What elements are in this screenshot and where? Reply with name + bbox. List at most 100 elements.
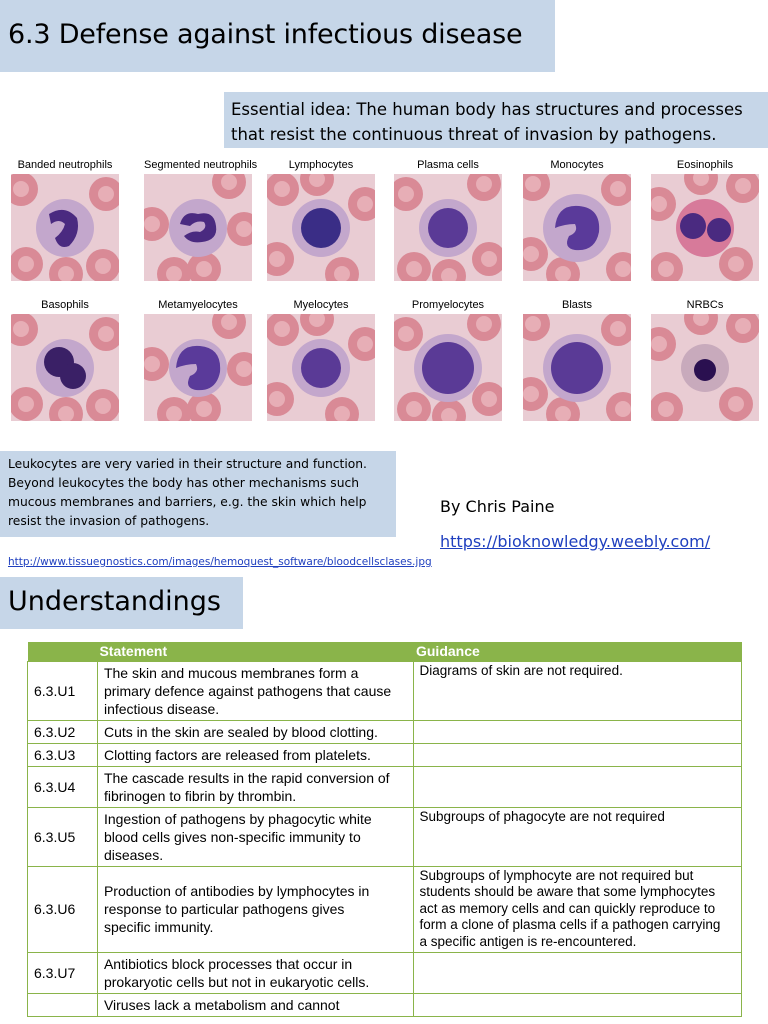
cell-figure: Promyelocytes [394,296,502,421]
image-source-link[interactable]: http://www.tissuegnostics.com/images/hem… [8,556,432,568]
cell-label: Basophils [41,299,89,311]
micrograph-illustration [523,314,631,421]
guidance-cell [413,742,742,767]
cell-label: Myelocytes [293,299,349,311]
understanding-code: 6.3.U3 [27,742,98,767]
table-row: Viruses lack a metabolism and cannot [27,993,742,1017]
statement-line: Viruses lack a metabolism and cannot [103,997,340,1013]
understanding-code: 6.3.U1 [27,660,98,721]
understanding-code: 6.3.U7 [27,952,98,994]
statement-line: specific immunity. [103,919,214,936]
micrograph-illustration [267,174,375,281]
micrograph-image [651,174,759,281]
micrograph-illustration [144,174,252,281]
cell-label: NRBCs [686,299,724,311]
cell-label: Metamyelocytes [158,299,238,311]
statement-line: prokaryotic cells but not in eukaryotic … [103,974,370,990]
guidance-line: Diagrams of skin are not required. [419,662,623,678]
statement-line: response to particular pathogens gives [103,901,345,918]
cell-label: Monocytes [550,159,604,171]
cell-figure: NRBCs [651,296,759,421]
cell-label: Banded neutrophils [17,159,113,171]
micrograph-image [11,314,119,421]
statement-line: Antibiotics block processes that occur i… [103,956,353,972]
micrograph-illustration [394,314,502,421]
guidance-line: a specific antigen is re-encountered. [419,933,637,949]
statement-line: Production of antibodies by lymphocytes … [103,883,370,900]
statement-cell: Cuts in the skin are sealed by blood clo… [96,719,415,744]
cell-figure: Monocytes [523,156,631,281]
statement-line: blood cells gives non-specific immunity … [103,828,361,845]
guidance-cell [413,719,742,744]
cell-label: Promyelocytes [411,299,485,311]
table-row: 6.3.U5 Ingestion of pathogens by phagocyt… [27,806,742,867]
micrograph-illustration [651,174,759,281]
micrograph-image [394,314,502,421]
statement-line: diseases. [103,846,164,863]
header-statement: Statement [97,642,414,661]
understandings-heading: Understandings [8,586,221,617]
header-code [27,642,98,661]
micrograph-illustration [651,314,759,421]
guidance-cell [413,993,742,1017]
statement-line: The skin and mucous membranes form a [103,664,359,681]
site-link[interactable]: https://bioknowledgy.weebly.com/ [440,532,711,551]
table-row: 6.3.U4 The cascade results in the rapid c… [27,765,742,808]
statement-cell: Viruses lack a metabolism and cannot [96,993,415,1017]
guidance-cell: Subgroups of lymphocyte are not required… [413,865,742,953]
note-line: Leukocytes are very varied in their stru… [8,457,367,471]
table-row: 6.3.U2 Cuts in the skin are sealed by blo… [27,719,742,744]
cell-label: Eosinophils [676,159,734,171]
micrograph-illustration [144,314,252,421]
table-header-row: Statement Guidance [27,642,742,661]
guidance-line: Subgroups of lymphocyte are not required… [419,867,694,883]
cell-label: Lymphocytes [288,159,354,171]
understanding-code: 6.3.U6 [27,865,98,953]
table-row: 6.3.U7 Antibiotics block processes that o… [27,952,742,994]
micrograph-image [11,174,119,281]
micrograph-image [394,174,502,281]
understandings-banner: Understandings [0,577,243,629]
micrograph-image [523,314,631,421]
essential-idea-line: Essential idea: The human body has struc… [231,100,743,119]
statement-line: fibrinogen to fibrin by thrombin. [103,787,297,804]
cell-label: Plasma cells [417,159,479,171]
guidance-cell [413,952,742,994]
micrograph-image [267,314,375,421]
essential-idea-line: that resist the continuous threat of inv… [231,125,717,144]
micrograph-image [144,314,252,421]
statement-line: Ingestion of pathogens by phagocytic whi… [103,810,372,827]
cell-figure: Plasma cells [394,156,502,281]
statement-cell: Production of antibodies by lymphocytes … [96,865,415,953]
statement-line: Cuts in the skin are sealed by blood clo… [103,723,378,740]
cell-figure: Banded neutrophils [11,156,119,281]
guidance-cell: Diagrams of skin are not required. [413,660,742,721]
cell-figure: Metamyelocytes [144,296,252,421]
micrograph-image [267,174,375,281]
understanding-code: 6.3.U4 [27,765,98,808]
cell-figure: Myelocytes [267,296,375,421]
statement-line: infectious disease. [103,700,220,717]
author-credit: By Chris Paine [440,497,555,516]
cell-figure: Basophils [11,296,119,421]
guidance-line: act as memory cells and can quickly repr… [419,900,716,916]
note-line: mucous membranes and barriers, e.g. the … [8,495,367,509]
guidance-cell: Subgroups of phagocyte are not required [413,806,742,867]
statement-line: The cascade results in the rapid convers… [103,769,390,786]
understanding-code [27,993,98,1017]
note-line: Beyond leukocytes the body has other mec… [8,476,360,490]
statement-cell: The cascade results in the rapid convers… [96,765,415,808]
understanding-code: 6.3.U5 [27,806,98,867]
micrograph-image [651,314,759,421]
page-title: 6.3 Defense against infectious disease [8,19,523,50]
statement-line: primary defence against pathogens that c… [103,682,392,699]
understanding-code: 6.3.U2 [27,719,98,744]
header-guidance: Guidance [413,642,742,661]
statement-cell: Antibiotics block processes that occur i… [96,952,415,994]
micrograph-illustration [267,314,375,421]
